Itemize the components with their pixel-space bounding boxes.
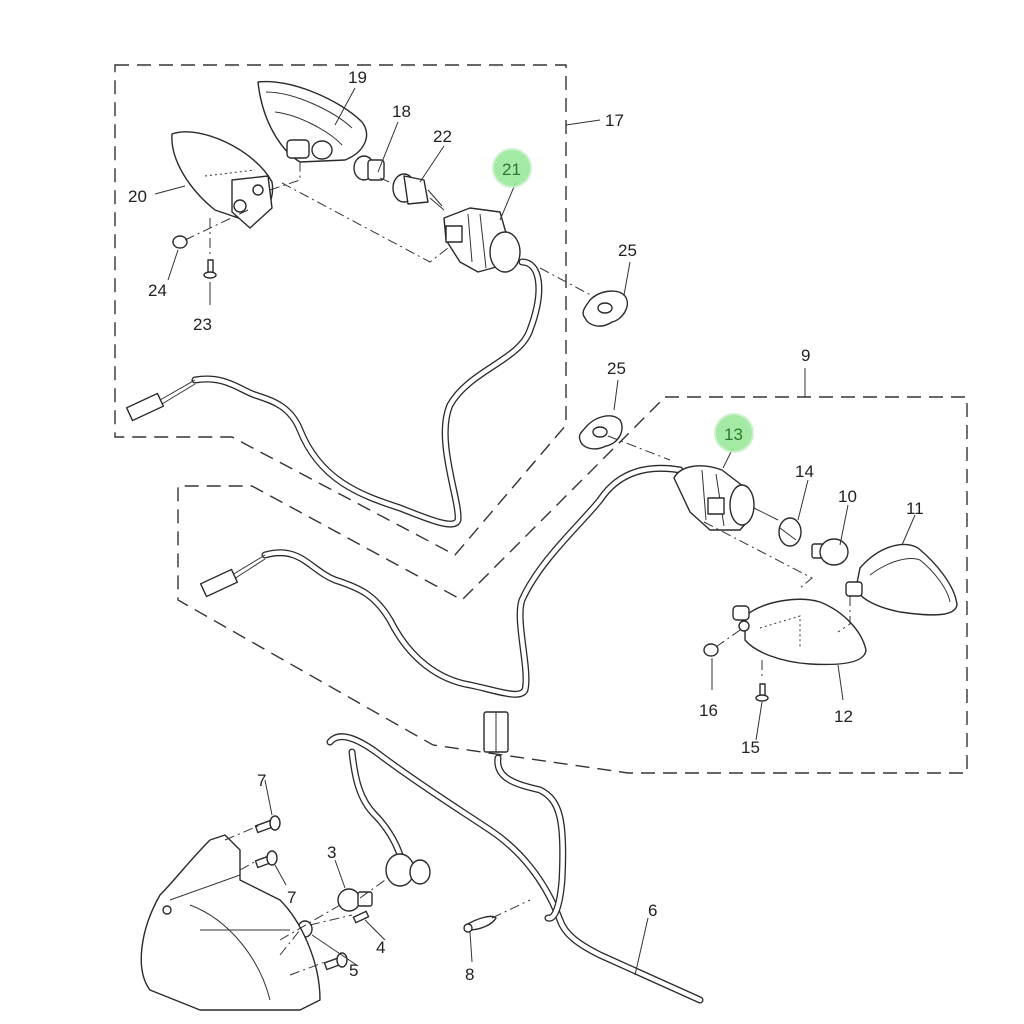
leader-lines (154, 87, 916, 976)
callout-13[interactable]: 13 (724, 425, 743, 444)
bulb-10[interactable] (811, 538, 849, 566)
callout-7b[interactable]: 7 (287, 888, 296, 907)
assembly-17-boundary (114, 64, 567, 556)
callout-20[interactable]: 20 (128, 187, 147, 206)
screw-7c[interactable] (323, 952, 348, 971)
lens-11[interactable] (845, 543, 958, 616)
screw-7a[interactable] (254, 815, 281, 834)
callout-17[interactable]: 17 (605, 111, 624, 130)
band-8[interactable] (463, 915, 497, 933)
callout-21[interactable]: 21 (502, 160, 521, 179)
socket-cord-13[interactable] (673, 465, 779, 531)
socket-14[interactable] (778, 517, 802, 547)
bulb-18[interactable] (353, 155, 385, 181)
callout-labels: 19 18 22 21 17 20 24 23 25 25 9 13 14 10… (128, 68, 924, 984)
plate-25-lower[interactable] (578, 415, 623, 450)
collar-24[interactable] (172, 235, 188, 249)
callout-18[interactable]: 18 (392, 102, 411, 121)
callout-10[interactable]: 10 (838, 487, 857, 506)
tail-light-area (140, 711, 704, 1011)
callout-8[interactable]: 8 (465, 965, 474, 984)
plate-25-upper[interactable] (582, 290, 629, 327)
socket-cord-21[interactable] (443, 207, 521, 273)
callout-19[interactable]: 19 (348, 68, 367, 87)
callout-4[interactable]: 4 (376, 938, 385, 957)
callout-25-lower[interactable]: 25 (607, 359, 626, 378)
socket-3-holder (385, 853, 431, 887)
assembly-9-boundary (177, 396, 968, 774)
license-light-housing (140, 834, 321, 1011)
screw-7b[interactable] (254, 850, 278, 869)
callout-22[interactable]: 22 (433, 127, 452, 146)
callout-25-upper[interactable]: 25 (618, 241, 637, 260)
body-20[interactable] (171, 131, 274, 229)
callout-24[interactable]: 24 (148, 281, 167, 300)
flasher-assembly-17 (125, 80, 601, 528)
highlight-21 (492, 148, 532, 188)
connector-9 (199, 554, 266, 598)
lens-19[interactable] (257, 80, 368, 163)
connector-6 (483, 711, 509, 753)
callout-15[interactable]: 15 (741, 738, 760, 757)
wire-13 (261, 464, 684, 698)
body-12[interactable] (732, 598, 867, 666)
callout-14[interactable]: 14 (795, 462, 814, 481)
bulb-3[interactable] (337, 888, 373, 912)
highlight-13 (714, 413, 754, 453)
callout-12[interactable]: 12 (834, 707, 853, 726)
callout-23[interactable]: 23 (193, 315, 212, 334)
callout-9[interactable]: 9 (801, 346, 810, 365)
socket-22[interactable] (392, 173, 445, 211)
callout-5[interactable]: 5 (349, 961, 358, 980)
flasher-assembly-9 (199, 464, 958, 702)
callout-6[interactable]: 6 (648, 901, 657, 920)
callout-11[interactable]: 11 (906, 499, 924, 518)
screw-15[interactable] (755, 683, 769, 702)
connector-17 (125, 379, 196, 422)
callout-7a[interactable]: 7 (257, 771, 266, 790)
callout-3[interactable]: 3 (327, 843, 336, 862)
screw-23[interactable] (203, 259, 217, 279)
collar-16[interactable] (703, 643, 719, 657)
screw-4[interactable] (352, 910, 370, 924)
callout-16[interactable]: 16 (699, 701, 718, 720)
